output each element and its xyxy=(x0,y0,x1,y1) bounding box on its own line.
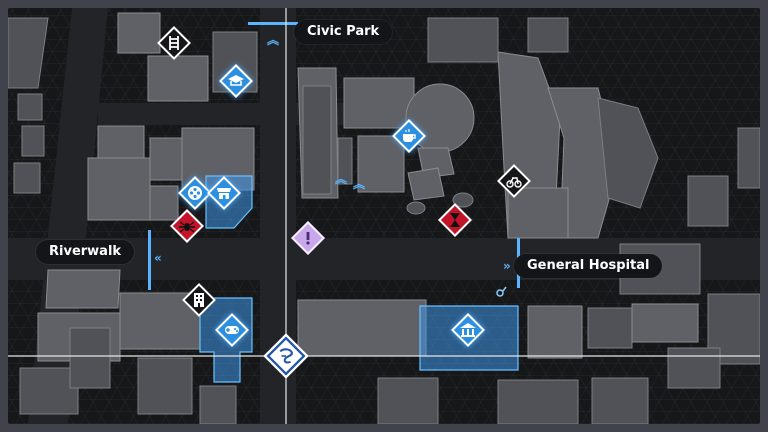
bank-icon[interactable] xyxy=(451,313,485,347)
hourglass-icon[interactable] xyxy=(438,203,472,237)
chevron-up-icon: ︽ xyxy=(267,33,280,47)
storefront-icon[interactable] xyxy=(207,176,241,210)
player-emblem-icon[interactable] xyxy=(266,336,306,376)
coffee-cup-icon[interactable] xyxy=(392,119,426,153)
exclamation-icon[interactable] xyxy=(291,221,325,255)
spider-icon[interactable] xyxy=(170,209,204,243)
chevron-up-icon: ︽ xyxy=(353,177,366,191)
chevron-up-icon: ︽ xyxy=(335,172,348,186)
gamepad-icon[interactable] xyxy=(215,313,249,347)
map-geometry xyxy=(8,8,760,424)
label-riverwalk: Riverwalk xyxy=(36,240,135,264)
label-general-hospital: General Hospital xyxy=(514,254,663,278)
ladder-icon[interactable] xyxy=(157,26,191,60)
building-icon[interactable] xyxy=(182,283,216,317)
city-map[interactable]: ︽ ︽ ︽ « » Civic Park Riverwalk General H… xyxy=(8,8,760,424)
film-reel-icon[interactable] xyxy=(178,176,212,210)
bicycle-icon[interactable] xyxy=(497,164,531,198)
graduation-cap-icon[interactable] xyxy=(219,64,253,98)
chevron-left-icon: « xyxy=(154,251,162,265)
chevron-right-icon: » xyxy=(503,259,511,273)
label-civic-park: Civic Park xyxy=(294,20,393,44)
location-pin-icon xyxy=(496,286,507,297)
